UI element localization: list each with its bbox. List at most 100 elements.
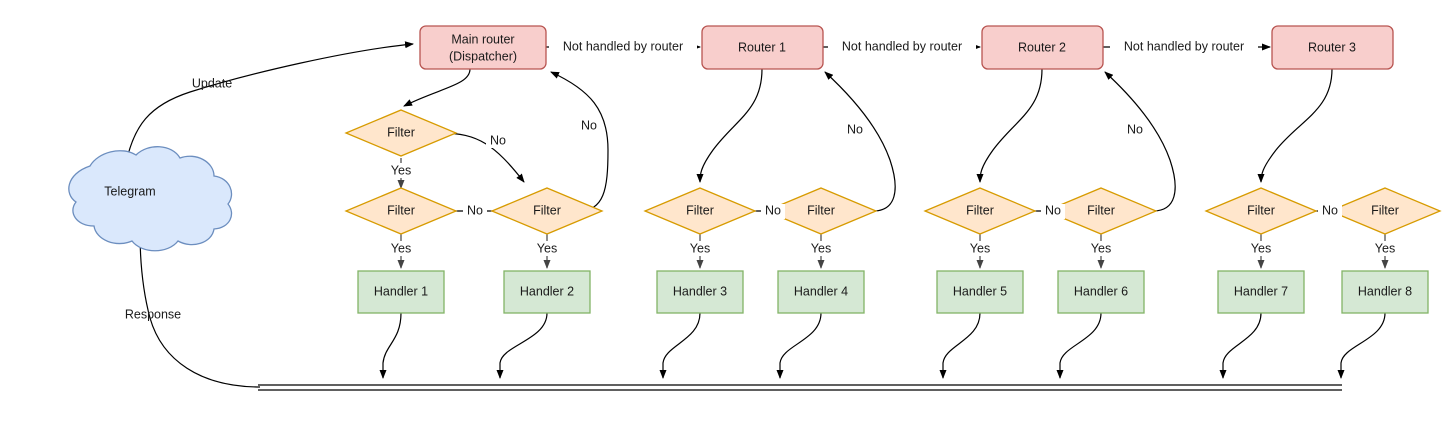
filter-a2-label: Filter: [387, 203, 415, 217]
edge-label-yes-b2: Yes: [811, 241, 831, 255]
handler-7-label: Handler 7: [1234, 284, 1288, 298]
label-bg-yes-d2: [1372, 241, 1399, 256]
filter-d2-label: Filter: [1371, 203, 1399, 217]
edge-handler6-to-bus: [1056, 312, 1102, 379]
handler-7-box: [1217, 270, 1305, 314]
edge-label-yes-a2: Yes: [391, 241, 411, 255]
label-bg-no-c1: [1041, 204, 1065, 219]
label-bg-no-b2: [843, 122, 867, 137]
cloud-icon: [68, 146, 233, 252]
handler-6-box: [1057, 270, 1145, 314]
node-router-1[interactable]: Router 1: [701, 25, 824, 70]
node-handler-4[interactable]: Handler 4: [777, 270, 865, 314]
edge-handler8-to-bus: [1337, 312, 1386, 379]
filter-a3-diamond: [490, 187, 604, 235]
filter-a1-label: Filter: [387, 125, 415, 139]
edge-handler5-to-bus: [939, 312, 981, 379]
label-bg-yes-c1: [967, 241, 994, 256]
node-filter-b2[interactable]: Filter: [764, 187, 878, 235]
edge-label-yes-c1: Yes: [970, 241, 990, 255]
label-bg-nh2: [828, 39, 976, 55]
edge-filter-a3-no-return: [550, 71, 609, 212]
edge-filter-b2-no-return: [824, 71, 896, 212]
edge-router2-to-filter-c1: [976, 68, 1043, 183]
label-bg-yes-b2: [808, 241, 835, 256]
handler-3-box: [656, 270, 744, 314]
edge-label-no-b1: No: [765, 203, 781, 217]
label-bg-yes-c2: [1088, 241, 1115, 256]
label-bg-yes-a1: [388, 163, 415, 178]
edge-label-update: Update: [192, 76, 232, 90]
label-bg-no-b1: [761, 204, 785, 219]
handler-3-label: Handler 3: [673, 284, 727, 298]
edge-filter-a1-no: [440, 132, 525, 183]
filter-c1-label: Filter: [966, 203, 994, 217]
node-handler-6[interactable]: Handler 6: [1057, 270, 1145, 314]
label-bg-nh3: [1110, 39, 1258, 55]
edge-mainrouter-to-filter-a1: [403, 68, 471, 107]
filter-b2-label: Filter: [807, 203, 835, 217]
label-bg-yes-a3: [534, 241, 561, 256]
handler-5-label: Handler 5: [953, 284, 1007, 298]
edge-label-yes-a3: Yes: [537, 241, 557, 255]
handler-2-box: [503, 270, 591, 314]
node-filter-d1[interactable]: Filter: [1204, 187, 1318, 235]
filter-d1-label: Filter: [1247, 203, 1275, 217]
edge-label-yes-c2: Yes: [1091, 241, 1111, 255]
handler-4-box: [777, 270, 865, 314]
node-handler-3[interactable]: Handler 3: [656, 270, 744, 314]
handler-8-box: [1341, 270, 1429, 314]
router-1-label: Router 1: [738, 40, 786, 54]
handler-4-label: Handler 4: [794, 284, 848, 298]
edge-label-not-handled-2: Not handled by router: [842, 39, 962, 53]
filter-c2-diamond: [1044, 187, 1158, 235]
edge-label-no-b2: No: [847, 122, 863, 136]
filter-d2-diamond: [1328, 187, 1442, 235]
main-router-label-line1: Main router: [451, 32, 514, 46]
edge-label-no-d1: No: [1322, 203, 1338, 217]
edge-label-no-c1: No: [1045, 203, 1061, 217]
filter-b2-diamond: [764, 187, 878, 235]
edge-handler4-to-bus: [776, 312, 822, 379]
node-filter-a2[interactable]: Filter: [344, 187, 458, 235]
node-handler-7[interactable]: Handler 7: [1217, 270, 1305, 314]
edge-label-not-handled-3: Not handled by router: [1124, 39, 1244, 53]
node-handler-5[interactable]: Handler 5: [936, 270, 1024, 314]
edge-router1-to-filter-b1: [696, 68, 763, 183]
edge-label-not-handled-1: Not handled by router: [563, 39, 683, 53]
handler-1-label: Handler 1: [374, 284, 428, 298]
node-filter-b1[interactable]: Filter: [643, 187, 757, 235]
label-bg-no-c2: [1123, 122, 1147, 137]
node-filter-c2[interactable]: Filter: [1044, 187, 1158, 235]
router-1-box: [701, 25, 824, 70]
node-filter-a3[interactable]: Filter: [490, 187, 604, 235]
node-main-router[interactable]: Main router (Dispatcher): [419, 25, 547, 70]
handler-6-label: Handler 6: [1074, 284, 1128, 298]
filter-b1-label: Filter: [686, 203, 714, 217]
node-handler-2[interactable]: Handler 2: [503, 270, 591, 314]
label-bg-no-d1: [1318, 204, 1342, 219]
node-filter-a1[interactable]: Filter: [344, 109, 458, 157]
node-handler-8[interactable]: Handler 8: [1341, 270, 1429, 314]
router-2-label: Router 2: [1018, 40, 1066, 54]
edge-label-no-a2: No: [467, 203, 483, 217]
node-router-2[interactable]: Router 2: [981, 25, 1104, 70]
telegram-cloud-node[interactable]: Telegram: [68, 146, 233, 252]
edge-label-yes-b1: Yes: [690, 241, 710, 255]
main-router-box: [419, 25, 547, 70]
edge-label-yes-a1: Yes: [391, 163, 411, 177]
edge-handler7-to-bus: [1219, 312, 1262, 379]
node-filter-d2[interactable]: Filter: [1328, 187, 1442, 235]
edge-label-yes-d1: Yes: [1251, 241, 1271, 255]
edge-response: [136, 231, 261, 388]
node-handler-1[interactable]: Handler 1: [357, 270, 445, 314]
handler-1-box: [357, 270, 445, 314]
node-router-3[interactable]: Router 3: [1271, 25, 1394, 70]
label-bg-nh1: [549, 39, 697, 55]
node-filter-c1[interactable]: Filter: [923, 187, 1037, 235]
filter-d1-diamond: [1204, 187, 1318, 235]
handler-5-box: [936, 270, 1024, 314]
filter-c1-diamond: [923, 187, 1037, 235]
